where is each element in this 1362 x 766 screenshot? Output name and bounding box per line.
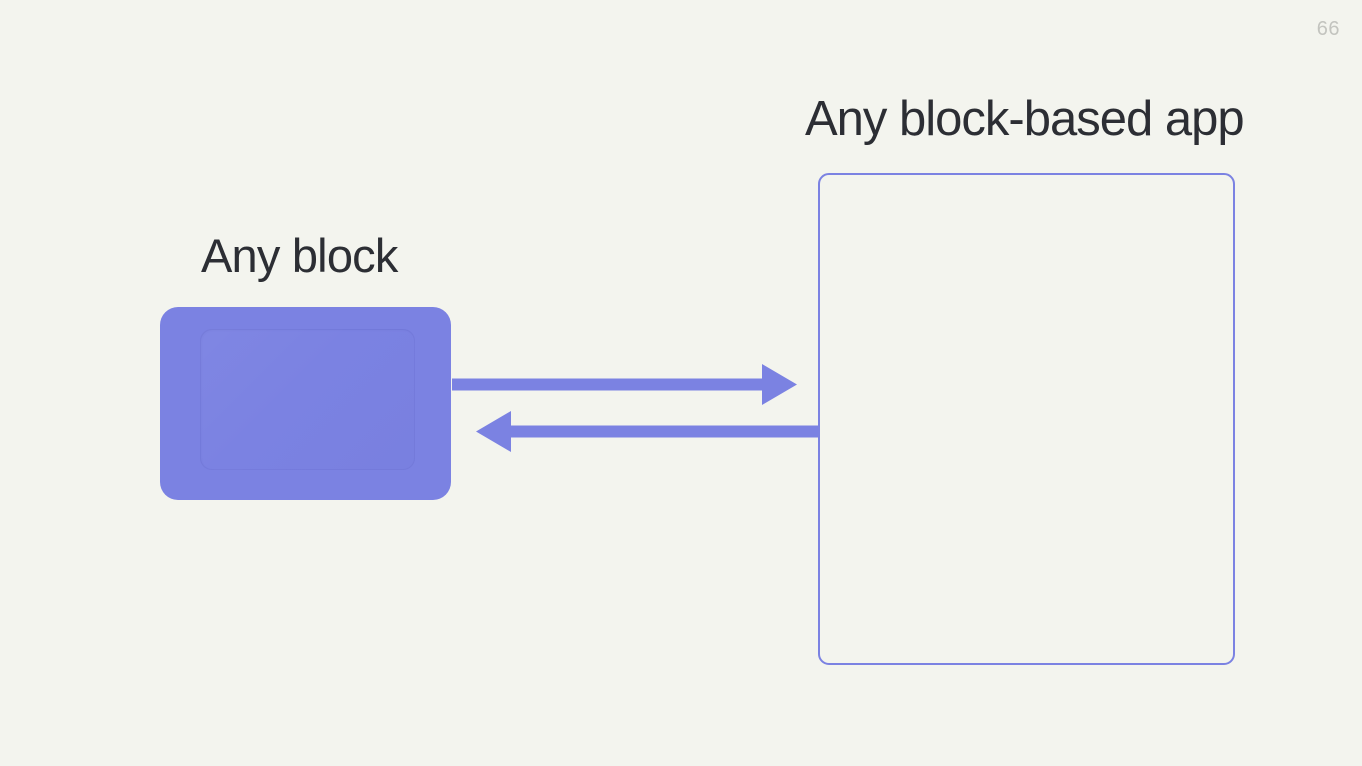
page-number: 66 [1316, 18, 1340, 40]
any-block-shape [160, 307, 451, 500]
block-inner-inset [200, 329, 415, 470]
any-block-label: Any block [201, 229, 398, 282]
arrow-app-to-block-icon [476, 411, 818, 452]
any-block-based-app-label: Any block-based app [805, 92, 1245, 146]
app-window-outline [818, 173, 1235, 665]
arrow-block-to-app-icon [452, 364, 797, 405]
